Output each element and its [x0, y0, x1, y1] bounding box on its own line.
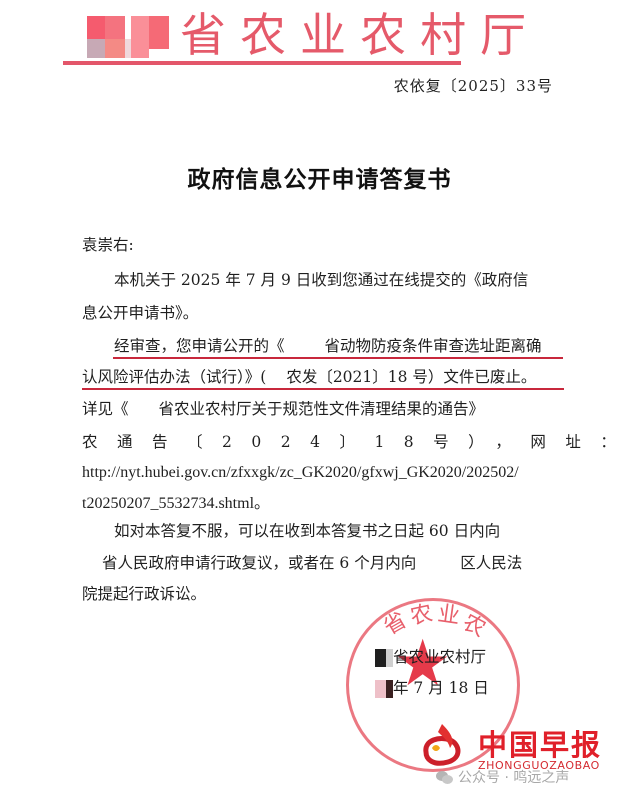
- url-line-2[interactable]: t20250207_5532734.shtml。: [82, 495, 271, 512]
- header-rule-line-right: [63, 61, 461, 65]
- p4-text-b: 区人民法: [460, 554, 523, 572]
- red-underline-1: [113, 357, 563, 359]
- p3-text-b: 省农业农村厅关于规范性文件清理结果的通告》: [158, 400, 485, 418]
- paragraph-1-line-1: 本机关于 2025 年 7 月 9 日收到您通过在线提交的《政府信: [114, 271, 529, 289]
- p3-text-a: 详见《: [82, 400, 129, 418]
- signature-org-text: 省农业农村厅: [393, 648, 487, 666]
- p4-text-a: 省人民政府申请行政复议，或者在 6 个月内向: [102, 554, 417, 572]
- paragraph-3-line-1: 详见《 省农业农村厅关于规范性文件清理结果的通告》: [82, 399, 484, 419]
- wechat-icon: [436, 771, 454, 785]
- paragraph-1-line-2: 息公开申请书》。: [82, 304, 199, 322]
- red-underline-2: [82, 388, 564, 390]
- redacted-logo-mosaic: [87, 16, 169, 58]
- paragraph-3-line-2: 农通告〔2024〕18号），网址：: [82, 433, 636, 451]
- wechat-watermark: 公众号 · 鸣远之声: [436, 767, 569, 787]
- paragraph-2-line-2: 认风险评估办法（试行）》( 农发〔2021〕18 号）文件已废止。: [82, 367, 536, 387]
- org-name-heading: 省农业农村厅: [180, 8, 540, 62]
- signature-date: 年 7 月 18 日: [375, 676, 489, 698]
- redaction-mosaic: [375, 649, 393, 667]
- paragraph-4-line-3: 院提起行政诉讼。: [82, 585, 207, 603]
- brand-name: 中国早报: [478, 728, 603, 762]
- watermark-text: 公众号 · 鸣远之声: [458, 770, 570, 786]
- flame-logo-icon: [423, 724, 461, 766]
- redaction-mosaic: [375, 680, 393, 698]
- p2-text-d: 农发〔2021〕18 号）文件已废止。: [286, 368, 537, 386]
- paragraph-4-line-1: 如对本答复不服，可以在收到本答复书之日起 60 日内向: [114, 522, 501, 540]
- brand-pinyin: ZHONGGUOZAOBAO: [478, 759, 600, 772]
- seal-star-icon: ★: [394, 627, 452, 701]
- header-rule-line: [63, 61, 461, 65]
- salutation: 袁崇右:: [82, 236, 134, 254]
- letterhead: 省农业农村厅 农依复〔2025〕33号: [0, 0, 639, 110]
- seal-char: 业: [436, 601, 462, 630]
- document-title: 政府信息公开申请答复书: [187, 166, 452, 193]
- official-seal: [346, 598, 520, 772]
- paragraph-4-line-2: 省人民政府申请行政复议，或者在 6 个月内向 区人民法: [82, 553, 522, 573]
- p2-text-c: 认风险评估办法（试行）》(: [82, 368, 267, 386]
- url-line-1[interactable]: http://nyt.hubei.gov.cn/zfxxgk/zc_GK2020…: [82, 464, 519, 481]
- p2-text-a: 经审查，您申请公开的《: [114, 337, 285, 355]
- p2-text-b: 省动物防疫条件审查选址距离确: [324, 337, 542, 355]
- doc-number: 农依复〔2025〕33号: [393, 77, 553, 95]
- brand-logo: 中国早报 ZHONGGUOZAOBAO: [420, 718, 630, 778]
- paragraph-2-line-1: 经审查，您申请公开的《 省动物防疫条件审查选址距离确: [82, 336, 542, 356]
- signature-date-text: 年 7 月 18 日: [393, 679, 489, 697]
- signature-org: 省农业农村厅: [375, 645, 486, 667]
